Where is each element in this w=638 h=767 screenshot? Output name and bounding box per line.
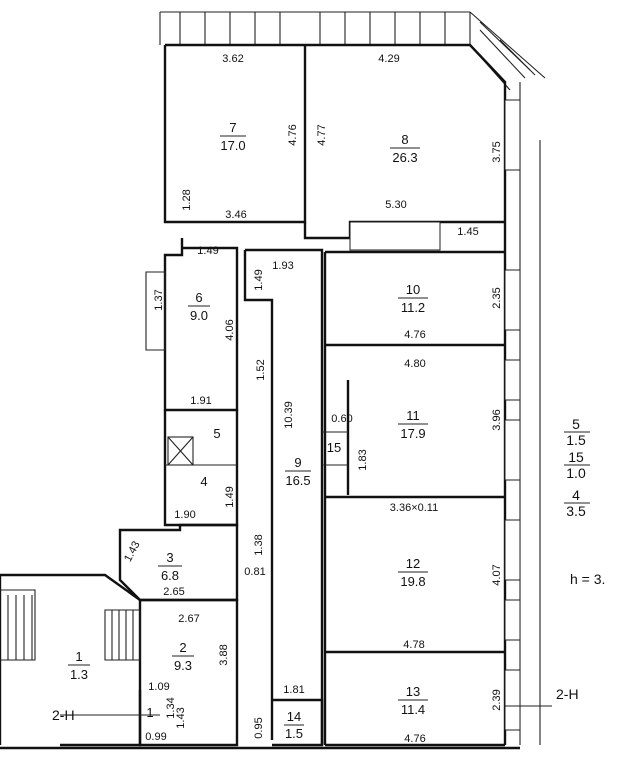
room-number: 7 — [229, 120, 236, 135]
walls — [0, 11, 546, 750]
dimension: 5.30 — [385, 199, 406, 211]
room-area: 6.8 — [161, 568, 179, 583]
room-15-number: 15 — [327, 440, 341, 455]
dimension: 3.62 — [222, 53, 243, 65]
room-7-label: 7 17.0 — [220, 120, 246, 153]
section-mark: 2-Н — [556, 686, 579, 702]
room-10-label: 10 11.2 — [398, 282, 428, 315]
dimension: 4.29 — [378, 53, 399, 65]
legend-area: 3.5 — [566, 503, 586, 519]
dimension: 1.43 — [122, 539, 143, 564]
dimension: 1.38 — [253, 534, 265, 555]
room-number: 14 — [287, 709, 301, 724]
dimension: 1.45 — [457, 226, 478, 238]
room-5-number: 5 — [213, 426, 220, 441]
room-number: 11 — [406, 408, 420, 423]
room-1b-number: 1 — [146, 705, 153, 720]
room-labels: 7 17.0 8 26.3 6 9.0 10 11.2 11 17.9 5 15… — [68, 120, 428, 741]
room-number: 9 — [294, 455, 301, 470]
dimension: 3.75 — [491, 141, 503, 162]
dimension: 3.46 — [225, 209, 246, 221]
dimension: 4.80 — [404, 358, 425, 370]
dimension: 1.90 — [174, 509, 195, 521]
legend-number: 5 — [572, 416, 580, 432]
room-area: 16.5 — [285, 473, 310, 488]
room-9-label: 9 16.5 — [285, 455, 311, 488]
room-3-label: 3 6.8 — [158, 550, 182, 583]
section-mark: 2-Н — [52, 707, 75, 723]
dimension: 3.36×0.11 — [390, 502, 438, 514]
dimension: 4.07 — [491, 564, 503, 585]
dimension: 4.76 — [404, 733, 425, 745]
room-number: 10 — [406, 282, 420, 297]
dimension: 4.06 — [224, 319, 236, 340]
room-14-label: 14 1.5 — [284, 709, 304, 741]
dimension: 4.76 — [287, 124, 299, 145]
room-area: 26.3 — [392, 150, 417, 165]
room-area: 17.0 — [220, 138, 245, 153]
dimension: 10.39 — [283, 401, 295, 429]
height-note: h = 3. — [570, 571, 605, 587]
room-11-label: 11 17.9 — [398, 408, 428, 441]
dimension: 1.83 — [357, 449, 369, 470]
room-number: 8 — [401, 132, 408, 147]
dimension: 2.39 — [491, 689, 503, 710]
legend-area: 1.5 — [566, 432, 586, 448]
room-area: 17.9 — [400, 426, 425, 441]
dimension: 1.37 — [153, 289, 165, 310]
dimension: 0.99 — [145, 731, 166, 743]
dimension: 2.67 — [178, 613, 199, 625]
side-legend: 5 1.5 15 1.0 4 3.5 h = 3. — [564, 416, 605, 587]
room-number: 12 — [406, 556, 420, 571]
dimension: 3.88 — [218, 644, 230, 665]
dimension: 1.28 — [181, 189, 193, 210]
section-lines — [60, 705, 552, 716]
dimension: 4.76 — [404, 329, 425, 341]
room-number: 6 — [195, 290, 202, 305]
dimension: 2.35 — [491, 287, 503, 308]
room-area: 1.3 — [70, 667, 88, 682]
room-area: 1.5 — [285, 726, 303, 741]
dimension: 2.65 — [163, 586, 184, 598]
dimension: 1.93 — [272, 260, 293, 272]
room-1a-label: 1 1.3 — [68, 649, 90, 682]
room-number: 1 — [75, 649, 82, 664]
dimension: 0.60 — [331, 413, 352, 425]
dimension: 1.09 — [148, 681, 169, 693]
legend-number: 4 — [572, 487, 580, 503]
dimension: 0.95 — [253, 717, 265, 738]
dimension: 1.81 — [283, 684, 304, 696]
room-number: 2 — [179, 640, 186, 655]
room-number: 13 — [406, 684, 420, 699]
windows — [349, 99, 521, 731]
room-2-label: 2 9.3 — [172, 640, 194, 673]
dimension: 4.77 — [316, 124, 328, 145]
room-4-number: 4 — [200, 474, 207, 489]
dimension: 1.49 — [253, 269, 265, 290]
room-area: 19.8 — [400, 574, 425, 589]
legend-area: 1.0 — [566, 465, 586, 481]
room-6-label: 6 9.0 — [188, 290, 210, 323]
dimension: 1.49 — [224, 486, 236, 507]
room-area: 11.2 — [401, 300, 425, 315]
dimension: 0.81 — [244, 566, 265, 578]
room-area: 9.3 — [174, 658, 192, 673]
room-number: 3 — [166, 550, 173, 565]
section-marks: 2-Н 2-Н — [52, 686, 579, 723]
room-8-label: 8 26.3 — [390, 132, 420, 165]
dimension: 1.43 — [175, 707, 187, 728]
room-area: 9.0 — [190, 308, 208, 323]
dimension: 1.52 — [255, 359, 267, 380]
room-area: 11.4 — [401, 702, 425, 717]
dimension: 3.96 — [491, 409, 503, 430]
room-12-label: 12 19.8 — [398, 556, 428, 589]
dimension: 1.91 — [190, 395, 211, 407]
dimension: 1.34 — [165, 697, 177, 718]
dimension: 4.78 — [403, 639, 424, 651]
dimension: 1.49 — [197, 245, 218, 257]
room-13-label: 13 11.4 — [398, 684, 428, 717]
legend-number: 15 — [568, 449, 584, 465]
